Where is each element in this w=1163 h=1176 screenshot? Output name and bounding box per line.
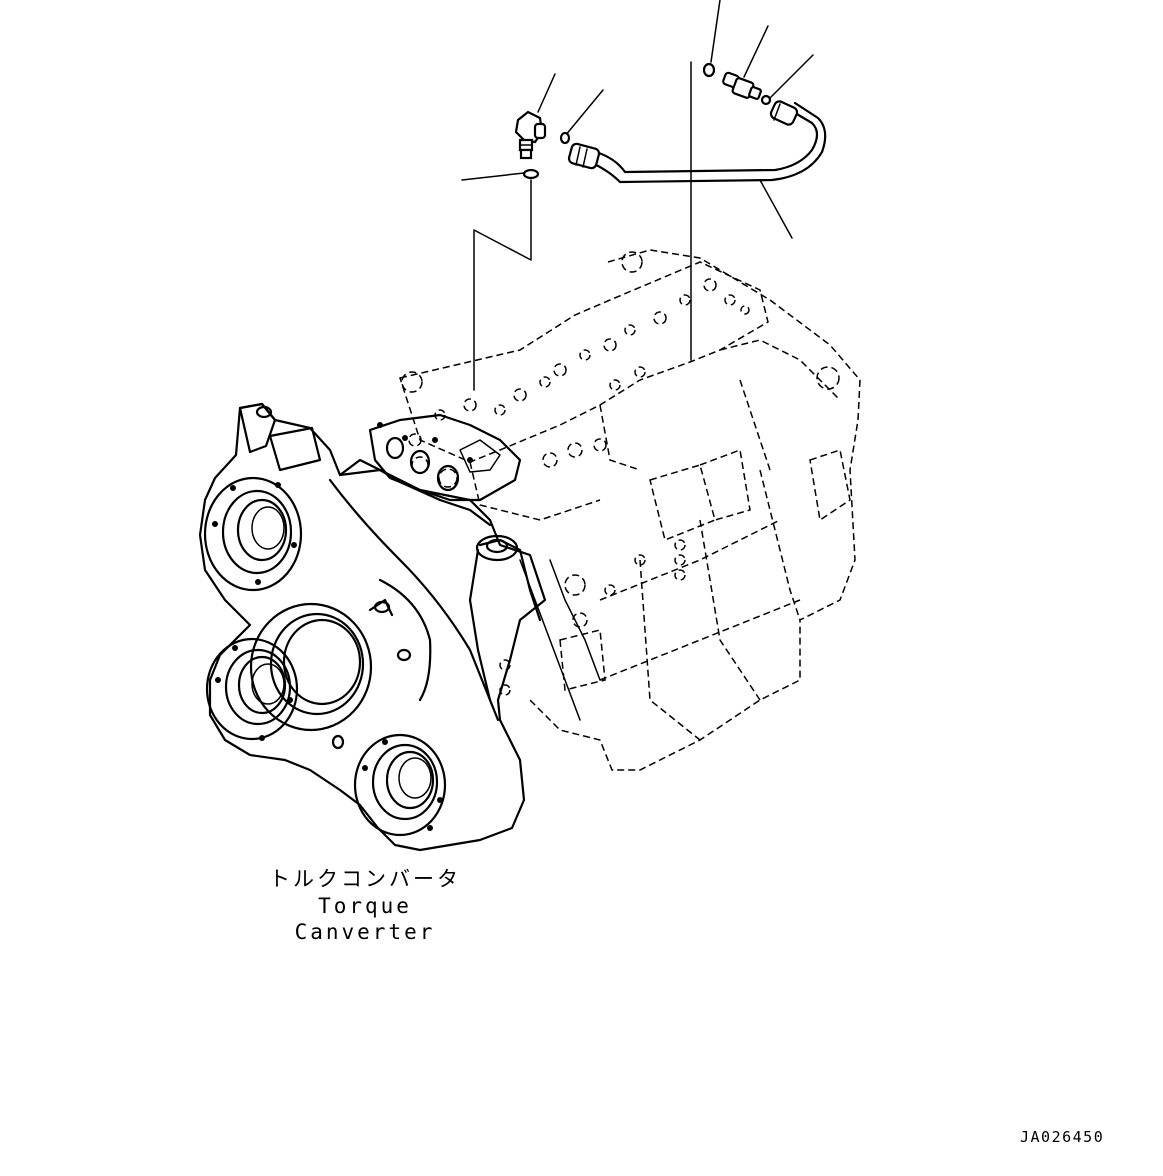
caption-english: Torque Canverter (294, 894, 436, 944)
leader-o-ring-top (710, 0, 721, 63)
leader-elbow-fitting (537, 73, 556, 113)
drawing-number: JA026450 (1020, 1128, 1105, 1146)
o-ring-connector (760, 94, 772, 106)
tube (567, 100, 827, 184)
connector (722, 71, 762, 100)
control-valve-ports (408, 278, 750, 696)
leader-o-ring-lower (461, 172, 525, 181)
leader-o-ring-connector (769, 54, 814, 99)
leader-o-ring-small (564, 89, 604, 137)
front-port-lower-right (353, 733, 447, 837)
o-ring-lower (522, 168, 540, 180)
o-ring-top (702, 62, 716, 78)
front-port-upper-left (203, 476, 303, 592)
transmission-assembly (198, 249, 861, 852)
o-ring-small (559, 131, 571, 145)
leader-lines (461, 0, 814, 239)
assembly-line-left (473, 179, 532, 391)
leader-connector (743, 25, 769, 78)
caption-japanese: トルクコンバータ (269, 867, 461, 891)
elbow-fitting (514, 110, 547, 160)
front-port-lower-left (205, 637, 299, 741)
leader-tube (759, 179, 793, 239)
assembly-lines (473, 61, 692, 391)
